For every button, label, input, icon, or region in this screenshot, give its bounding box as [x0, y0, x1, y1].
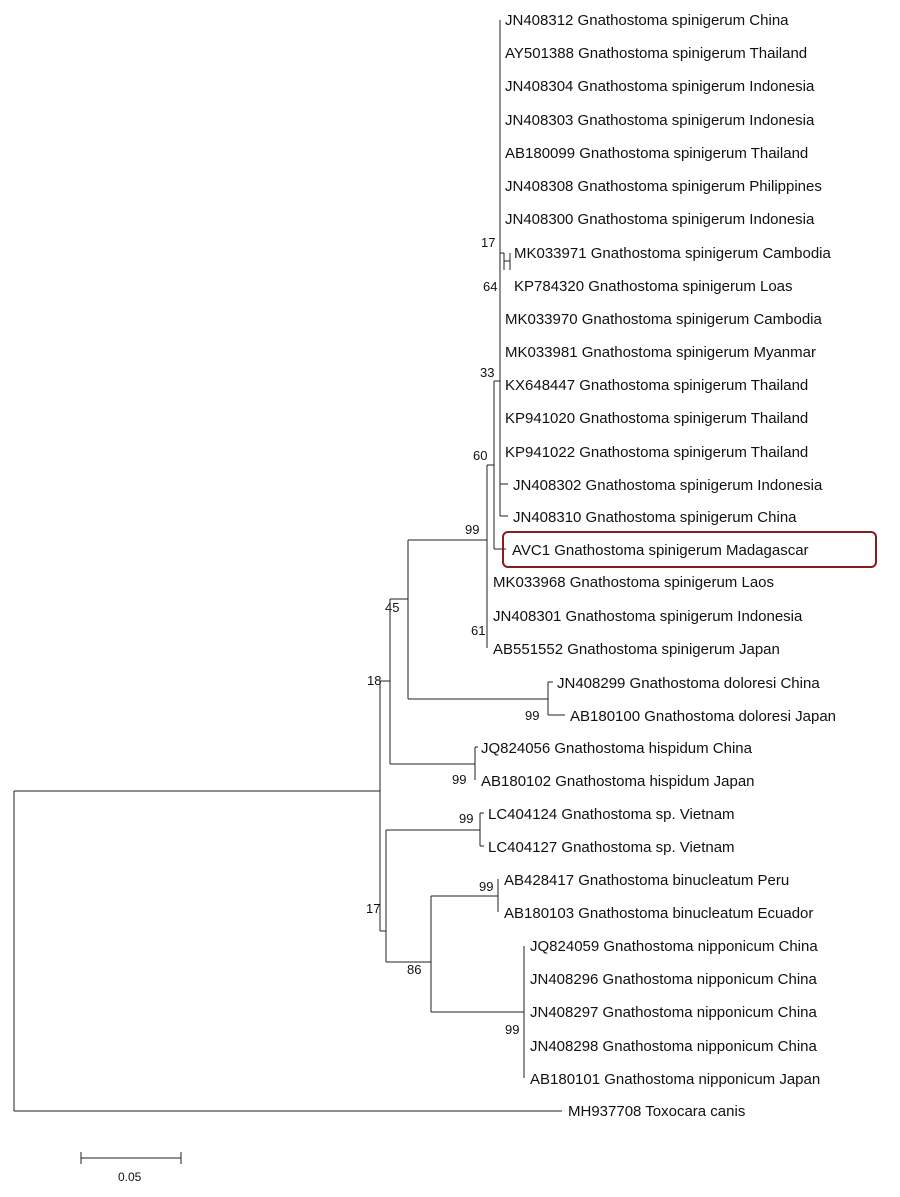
bootstrap-value: 61 — [471, 623, 485, 638]
scale-bar: 0.05 — [80, 1152, 182, 1184]
taxon-label: JN408301 Gnathostoma spinigerum Indonesi… — [493, 608, 803, 625]
tree-branches — [13, 20, 565, 1112]
bootstrap-value: 17 — [481, 235, 495, 250]
bootstrap-value: 17 — [366, 901, 380, 916]
bootstrap-value: 33 — [480, 365, 494, 380]
highlight-box — [502, 531, 877, 568]
bootstrap-value: 99 — [479, 879, 493, 894]
bootstrap-value: 86 — [407, 962, 421, 977]
bootstrap-value: 99 — [459, 811, 473, 826]
taxon-label: LC404127 Gnathostoma sp. Vietnam — [488, 839, 735, 856]
bootstrap-value: 45 — [385, 600, 399, 615]
taxon-label: JN408308 Gnathostoma spinigerum Philippi… — [505, 178, 822, 195]
taxon-label: AB551552 Gnathostoma spinigerum Japan — [493, 641, 780, 658]
taxon-label: JN408296 Gnathostoma nipponicum China — [530, 971, 818, 988]
taxon-label: MK033981 Gnathostoma spinigerum Myanmar — [505, 344, 816, 361]
taxon-label: AB180099 Gnathostoma spinigerum Thailand — [505, 145, 808, 162]
bootstrap-value: 60 — [473, 448, 487, 463]
scale-bar-label: 0.05 — [118, 1170, 142, 1184]
taxon-label: MK033968 Gnathostoma spinigerum Laos — [493, 574, 774, 591]
taxon-label: AB180100 Gnathostoma doloresi Japan — [570, 708, 836, 725]
bootstrap-value: 64 — [483, 279, 497, 294]
taxon-label: AB428417 Gnathostoma binucleatum Peru — [504, 872, 789, 889]
taxon-label: JQ824056 Gnathostoma hispidum China — [481, 740, 753, 757]
bootstrap-value: 99 — [465, 522, 479, 537]
taxon-label: MH937708 Toxocara canis — [568, 1103, 745, 1120]
taxon-label: JN408303 Gnathostoma spinigerum Indonesi… — [505, 112, 815, 129]
taxon-label: MK033971 Gnathostoma spinigerum Cambodia — [514, 245, 832, 262]
taxon-label: AB180101 Gnathostoma nipponicum Japan — [530, 1071, 820, 1088]
taxon-label: JN408312 Gnathostoma spinigerum China — [505, 12, 789, 29]
taxon-label: JQ824059 Gnathostoma nipponicum China — [530, 938, 818, 955]
taxon-label: AY501388 Gnathostoma spinigerum Thailand — [505, 45, 807, 62]
taxon-label: MK033970 Gnathostoma spinigerum Cambodia — [505, 311, 823, 328]
taxon-label: KP784320 Gnathostoma spinigerum Loas — [514, 278, 793, 295]
bootstrap-value: 18 — [367, 673, 381, 688]
bootstrap-values: 17 64 33 60 99 61 45 18 99 99 99 99 17 8… — [366, 235, 539, 1037]
taxon-label: JN408300 Gnathostoma spinigerum Indonesi… — [505, 211, 815, 228]
taxon-label: JN408299 Gnathostoma doloresi China — [557, 675, 820, 692]
taxon-label: JN408298 Gnathostoma nipponicum China — [530, 1038, 818, 1055]
taxon-label: AB180102 Gnathostoma hispidum Japan — [481, 773, 755, 790]
taxon-labels: JN408312 Gnathostoma spinigerum China AY… — [481, 12, 836, 1120]
taxon-label: KP941020 Gnathostoma spinigerum Thailand — [505, 410, 808, 427]
taxon-label: JN408304 Gnathostoma spinigerum Indonesi… — [505, 78, 815, 95]
taxon-label: JN408302 Gnathostoma spinigerum Indonesi… — [513, 477, 823, 494]
taxon-label: LC404124 Gnathostoma sp. Vietnam — [488, 806, 735, 823]
bootstrap-value: 99 — [505, 1022, 519, 1037]
taxon-label: JN408297 Gnathostoma nipponicum China — [530, 1004, 818, 1021]
taxon-label: KP941022 Gnathostoma spinigerum Thailand — [505, 444, 808, 461]
bootstrap-value: 99 — [452, 772, 466, 787]
taxon-label: KX648447 Gnathostoma spinigerum Thailand — [505, 377, 808, 394]
taxon-label: JN408310 Gnathostoma spinigerum China — [513, 509, 797, 526]
taxon-label: AB180103 Gnathostoma binucleatum Ecuador — [504, 905, 813, 922]
bootstrap-value: 99 — [525, 708, 539, 723]
taxon-label-highlighted: AVC1 Gnathostoma spinigerum Madagascar — [512, 542, 809, 559]
